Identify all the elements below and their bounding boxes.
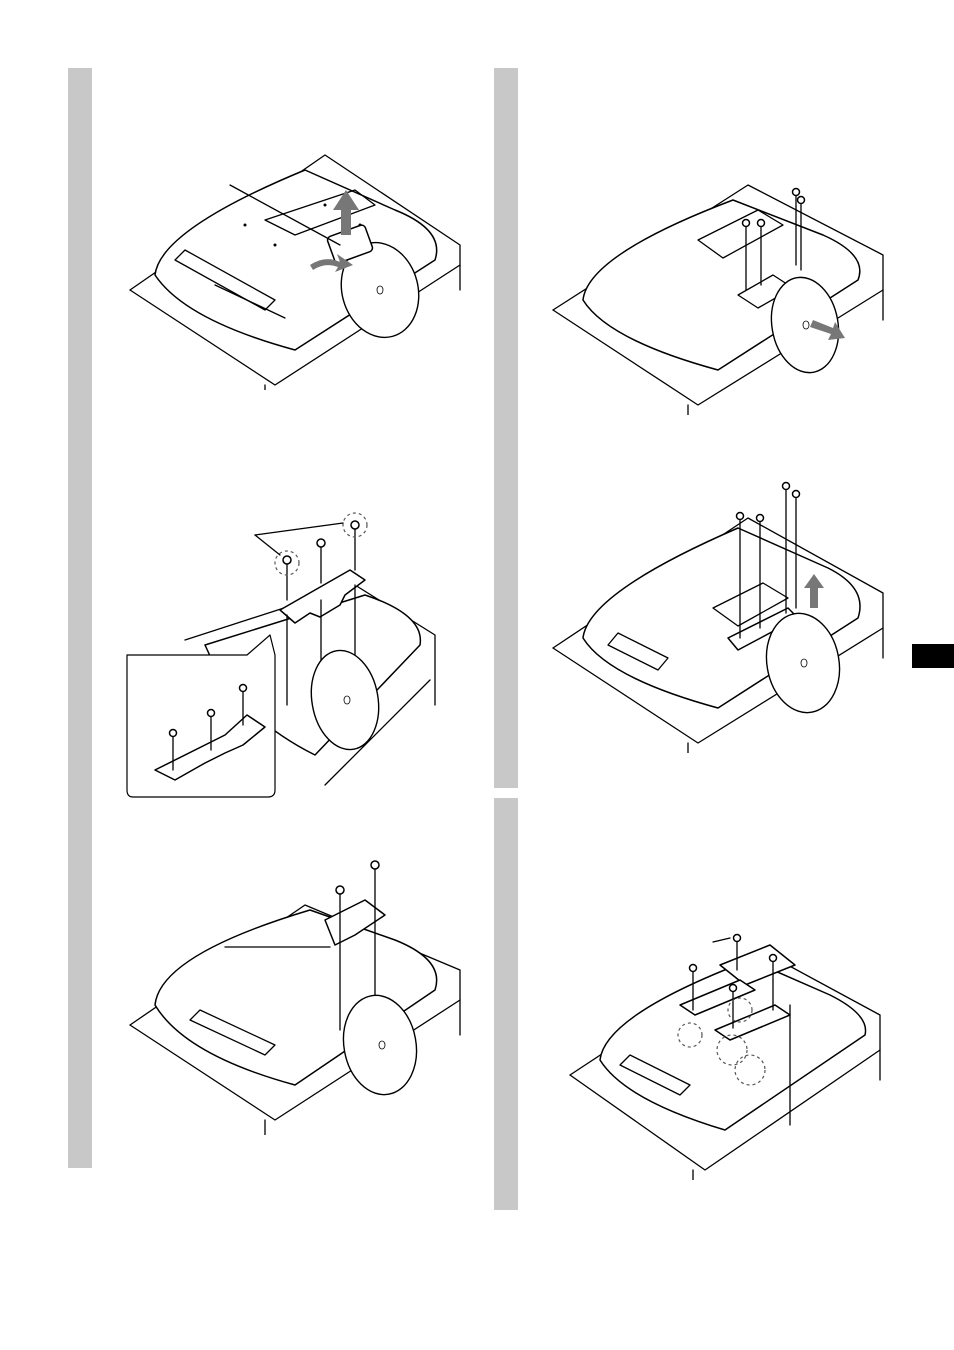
right-column-bar-bottom	[494, 798, 518, 1210]
figure-5-stand-lift	[548, 478, 888, 753]
figure-3-bracket-attached	[125, 855, 465, 1135]
figure-6-wall-brackets	[565, 930, 885, 1180]
figure-2-bracket-screws	[125, 505, 455, 800]
right-column-bar-top	[494, 68, 518, 788]
left-column-bar	[68, 68, 92, 1168]
section-tab	[912, 644, 954, 668]
figure-1-lift-cover	[125, 150, 465, 390]
figure-4-stand-screws	[548, 180, 888, 415]
